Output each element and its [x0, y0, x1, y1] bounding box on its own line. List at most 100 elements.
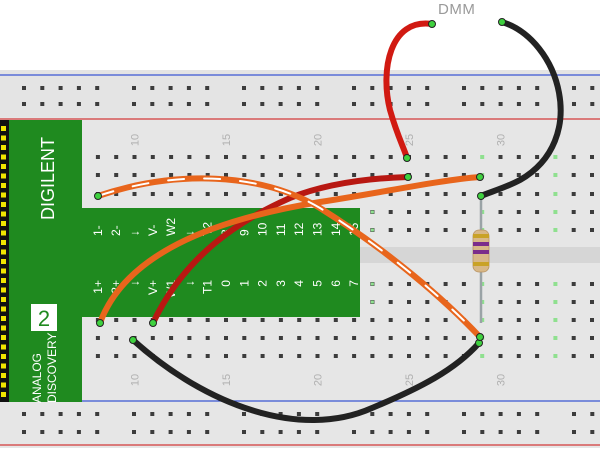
terminal-hole [169, 318, 174, 322]
terminal-hole [407, 318, 411, 322]
rail-hole [535, 430, 540, 434]
resistor-band-1 [473, 234, 489, 238]
rail-hole [22, 102, 26, 106]
terminal-hole [590, 318, 594, 322]
rail-hole [95, 102, 100, 106]
terminal-hole [278, 192, 283, 196]
terminal-hole [224, 336, 228, 340]
terminal-hole [516, 173, 521, 177]
resistor-band-2 [473, 242, 489, 246]
terminal-hole [443, 155, 448, 159]
column-number: 30 [496, 374, 508, 386]
terminal-hole [260, 318, 265, 322]
terminal-hole [388, 192, 393, 196]
rail-hole [296, 86, 301, 90]
red-wire[interactable] [150, 174, 411, 326]
terminal-hole [535, 173, 540, 177]
terminal-hole [297, 155, 302, 159]
terminal-hole [114, 173, 119, 177]
terminal-hole [425, 210, 430, 214]
dmm-probe-tip [498, 18, 506, 26]
pin-label: 10 [256, 222, 270, 236]
rail-hole [406, 412, 411, 416]
connector-pin [1, 202, 6, 207]
rail-hole [462, 86, 466, 90]
terminal-hole [333, 173, 338, 177]
pin-label: T1 [201, 280, 215, 294]
wire-end [404, 173, 412, 181]
rail-hole [516, 412, 521, 416]
column-number: 25 [404, 134, 416, 146]
rail-hole [58, 86, 63, 90]
terminal-hole [461, 336, 466, 340]
column-number: 10 [130, 374, 142, 386]
terminal-hole [114, 155, 119, 159]
terminal-hole [260, 336, 265, 340]
terminal-hole [516, 336, 521, 340]
terminal-hole [297, 336, 302, 340]
wire-end [149, 319, 157, 327]
terminal-hole [95, 173, 100, 177]
rail-hole [168, 430, 173, 434]
terminal-hole [333, 192, 338, 196]
connector-pin [1, 373, 6, 378]
terminal-hole [150, 336, 155, 340]
terminal-hole [187, 173, 192, 177]
terminal-hole [407, 300, 411, 304]
terminal-hole [95, 336, 100, 340]
rail-hole [132, 86, 136, 90]
adapter-body [0, 120, 360, 402]
terminal-hole [461, 192, 466, 196]
pin-label: 2 [256, 280, 270, 287]
rail-hole [462, 430, 466, 434]
pin-label: 6 [329, 280, 343, 287]
terminal-hole [407, 336, 411, 340]
pin-label: V- [146, 225, 160, 236]
rail-hole [242, 102, 246, 106]
terminal-hole [260, 155, 265, 159]
rail-hole [535, 86, 540, 90]
terminal-hole [388, 354, 393, 358]
terminal-hole [242, 336, 247, 340]
dmm-black-lead[interactable] [478, 19, 564, 199]
terminal-hole [443, 354, 448, 358]
terminal-hole [150, 155, 155, 159]
rail-hole [498, 102, 503, 106]
rail-hole [278, 102, 283, 106]
black-wire[interactable] [130, 337, 482, 423]
terminal-hole [370, 155, 375, 159]
rail-hole [462, 102, 466, 106]
rail-hole [498, 86, 503, 90]
rail-hole [535, 412, 540, 416]
terminal-hole [535, 228, 540, 232]
rail-hole [150, 86, 155, 90]
terminal-hole [333, 318, 338, 322]
terminal-hole [297, 173, 302, 177]
adapter-hole [370, 300, 374, 304]
rail-hole [370, 430, 375, 434]
rail-hole [132, 412, 136, 416]
terminal-hole [590, 192, 594, 196]
orange-wire-a[interactable] [97, 174, 483, 326]
rail-hole [58, 430, 63, 434]
rail-hole [315, 102, 320, 106]
product-number: 2 [38, 306, 50, 331]
terminal-hole [297, 318, 302, 322]
terminal-hole [187, 336, 192, 340]
dmm-red-lead[interactable] [383, 20, 435, 161]
connector-pin [1, 164, 6, 169]
terminal-hole [571, 210, 576, 214]
rail-hole [150, 430, 155, 434]
connector-pins [1, 126, 6, 397]
connector-pin [1, 363, 6, 369]
terminal-hole [187, 354, 192, 358]
terminal-hole [498, 192, 503, 196]
rail-hole [388, 430, 393, 434]
pin-label: ↓ [182, 280, 196, 286]
terminal-hole [260, 192, 265, 196]
terminal-hole [516, 228, 521, 232]
rail-hole [168, 102, 173, 106]
terminal-hole [443, 282, 448, 286]
pin-label: ↓ [128, 230, 142, 236]
